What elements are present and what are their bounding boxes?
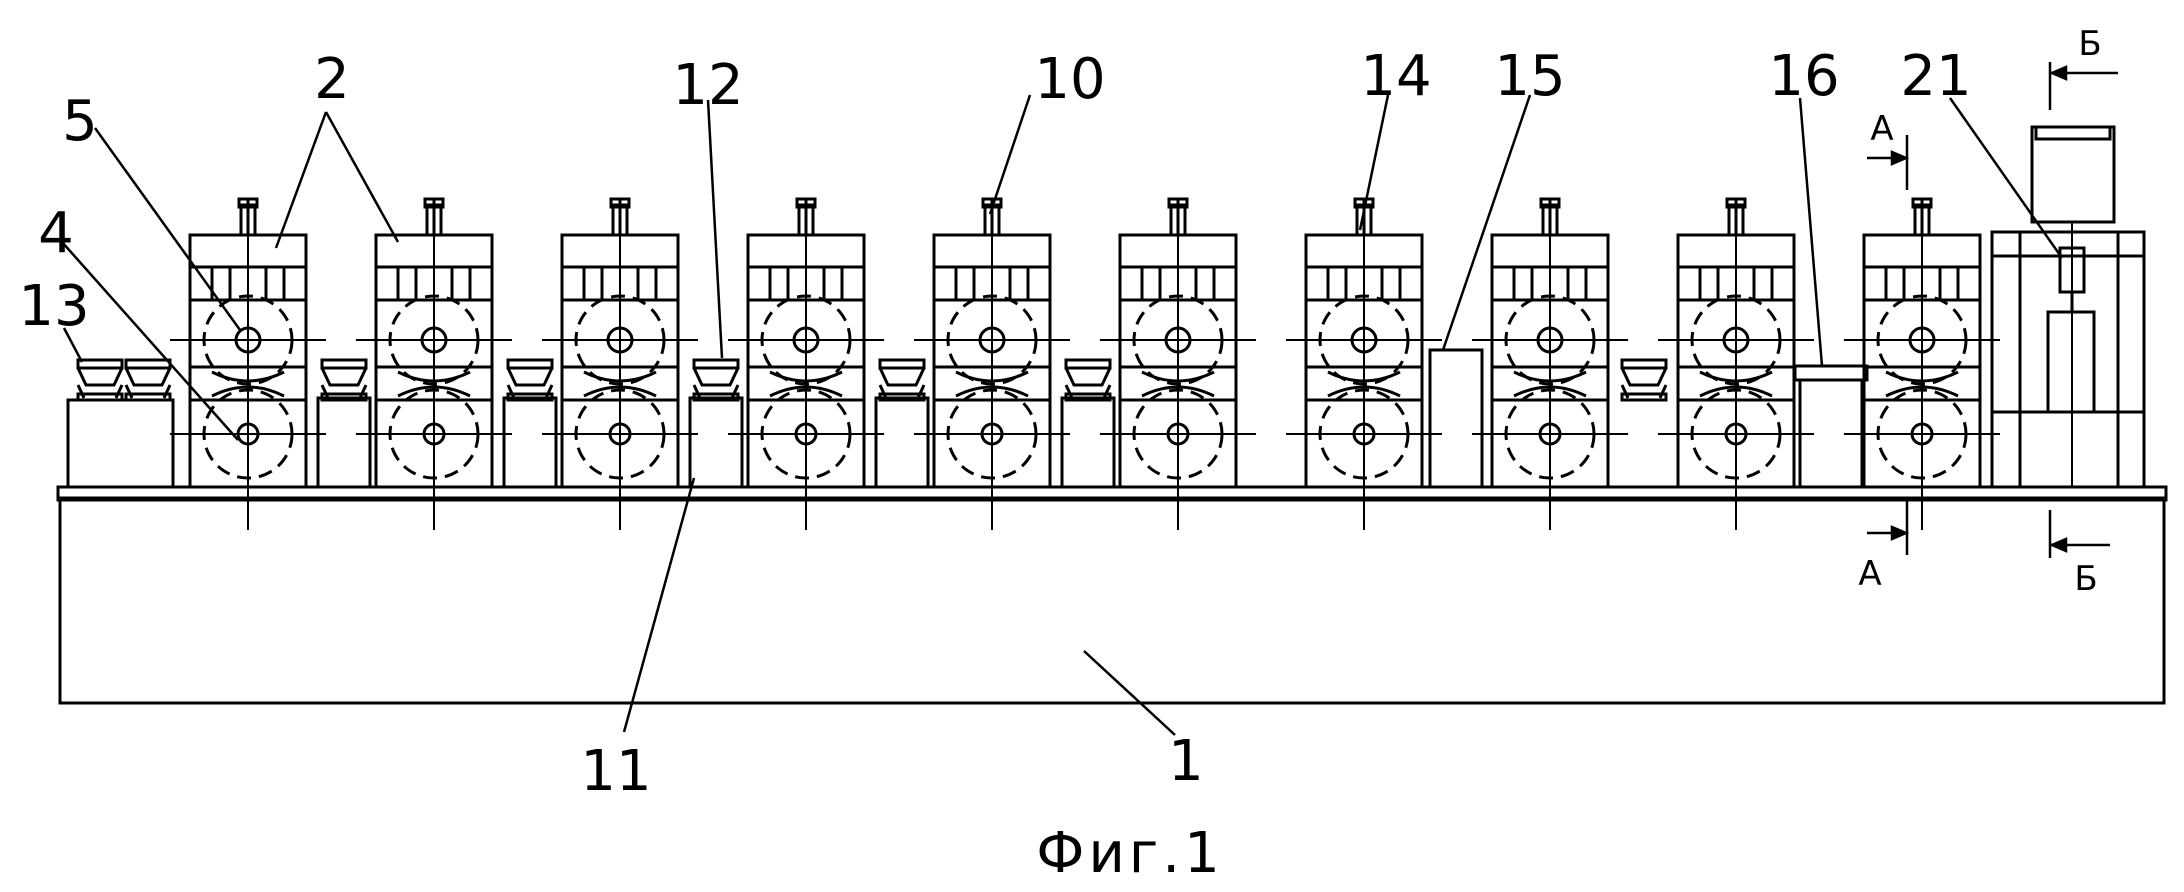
roll-stand bbox=[1286, 199, 1442, 530]
guide-roller-side bbox=[1622, 385, 1666, 398]
guide-unit bbox=[126, 360, 170, 400]
guide-top bbox=[508, 360, 552, 368]
label-14: 14 bbox=[1360, 44, 1431, 109]
guide-roller bbox=[694, 368, 738, 385]
label-11: 11 bbox=[580, 739, 651, 804]
roll-stand bbox=[542, 199, 698, 530]
guide-top bbox=[78, 360, 122, 368]
guide-roller bbox=[1066, 368, 1110, 385]
guide-roller bbox=[1622, 368, 1666, 385]
cutter-motor bbox=[2032, 127, 2114, 222]
guide-roller bbox=[322, 368, 366, 385]
roll-stand bbox=[1472, 199, 1628, 530]
guide-roller bbox=[508, 368, 552, 385]
figure-caption: Фиг.1 bbox=[1036, 821, 1223, 886]
guide-roller bbox=[78, 368, 122, 385]
guide-top bbox=[1066, 360, 1110, 368]
guide-roller-side bbox=[694, 385, 738, 398]
label-12: 12 bbox=[672, 53, 743, 118]
label-5: 5 bbox=[62, 89, 98, 154]
roll-stand bbox=[1100, 199, 1256, 530]
guide-unit bbox=[880, 360, 924, 400]
guide-roller-side bbox=[1066, 385, 1110, 398]
guide-top bbox=[322, 360, 366, 368]
shaft-16 bbox=[1795, 366, 1867, 380]
section-a-bottom: А bbox=[1858, 554, 1881, 594]
guide-unit bbox=[1622, 360, 1666, 400]
machine-drawing bbox=[58, 62, 2166, 735]
spacer-block bbox=[504, 398, 556, 487]
section-b-top: Б bbox=[2078, 24, 2101, 64]
roll-stand bbox=[728, 199, 884, 530]
guide-top bbox=[880, 360, 924, 368]
section-b-bottom: Б bbox=[2074, 559, 2097, 599]
guide-roller-side bbox=[880, 385, 924, 398]
base-frame bbox=[60, 498, 2164, 703]
label-2: 2 bbox=[314, 47, 350, 112]
label-21: 21 bbox=[1900, 44, 1971, 109]
guide-top bbox=[694, 360, 738, 368]
roll-stand bbox=[1658, 199, 1814, 530]
guide-rollers bbox=[78, 360, 1666, 400]
guide-unit bbox=[1066, 360, 1110, 400]
guide-roller-side bbox=[322, 385, 366, 398]
element-15 bbox=[1430, 350, 1482, 487]
guide-top bbox=[126, 360, 170, 368]
spacer-block bbox=[318, 398, 370, 487]
spacer-block bbox=[1062, 398, 1114, 487]
guide-roller-side bbox=[126, 385, 170, 398]
guide-top bbox=[1622, 360, 1666, 368]
roll-stand bbox=[356, 199, 512, 530]
support-block-11 bbox=[690, 398, 742, 487]
label-10: 10 bbox=[1034, 47, 1105, 112]
cutter-motor-cap bbox=[2036, 127, 2110, 139]
guide-roller bbox=[126, 368, 170, 385]
guide-unit bbox=[508, 360, 552, 400]
guide-unit bbox=[694, 360, 738, 400]
roll-stands bbox=[170, 199, 2000, 530]
roll-stand bbox=[170, 199, 326, 530]
guide-unit bbox=[322, 360, 366, 400]
label-16: 16 bbox=[1768, 44, 1839, 109]
label-13: 13 bbox=[18, 274, 89, 339]
guide-unit bbox=[78, 360, 122, 400]
guide-roller bbox=[880, 368, 924, 385]
entry-block bbox=[68, 400, 173, 487]
label-1: 1 bbox=[1168, 729, 1204, 794]
label-4: 4 bbox=[38, 201, 74, 266]
roll-stand bbox=[914, 199, 1070, 530]
section-a-top: А bbox=[1870, 109, 1893, 149]
cutter-frame bbox=[1992, 232, 2144, 487]
spacer-block bbox=[876, 398, 928, 487]
guide-roller-side bbox=[78, 385, 122, 398]
label-15: 15 bbox=[1494, 44, 1565, 109]
guide-roller-side bbox=[508, 385, 552, 398]
